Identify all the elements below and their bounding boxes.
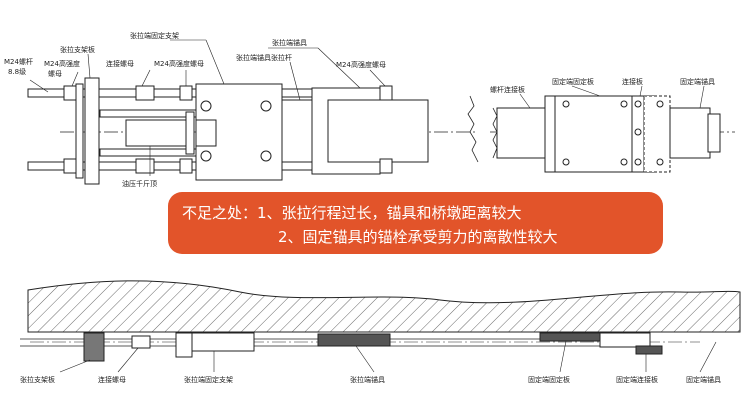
label-tension-support-top: 张拉支架板 <box>60 45 95 54</box>
label-jack: 油压千斤顶 <box>122 179 157 188</box>
label-m24-nut-mid: M24高强度螺母 <box>154 59 204 68</box>
label-end-bracket-top: 张拉端固定支架 <box>130 31 179 40</box>
label-m24-rod: M24螺杆 <box>4 57 33 66</box>
label-m24-nut-right: M24高强度螺母 <box>336 60 386 69</box>
label-end-bracket-bottom: 张拉端固定支架 <box>184 375 233 384</box>
callout-line-2: 2、固定锚具的锚栓承受剪力的离散性较大 <box>278 228 558 246</box>
top-left-assembly <box>27 39 479 185</box>
label-grade: 8.8级 <box>8 67 26 76</box>
label-connect-nut-bottom: 连接螺母 <box>98 375 126 384</box>
bottom-section <box>20 280 741 373</box>
label-tension-anchor-bottom: 张拉端锚具 <box>350 375 385 384</box>
label-tension-anchor-rod: 张拉端锚具张拉杆 <box>236 53 292 62</box>
label-fixed-plate-top: 固定端固定板 <box>552 77 594 86</box>
label-rod-plate: 螺杆连接板 <box>490 85 525 94</box>
label-fixed-anchor-bottom: 固定端锚具 <box>686 375 721 384</box>
label-fixed-connect-plate: 固定端连接板 <box>616 375 658 384</box>
label-connect-nut-top: 连接螺母 <box>106 59 134 68</box>
deficiency-callout: 不足之处：1、张拉行程过长，锚具和桥墩距离较大 2、固定锚具的锚栓承受剪力的离散… <box>168 192 663 254</box>
label-tension-support-bottom: 张拉支架板 <box>20 375 55 384</box>
label-connect-plate-top: 连接板 <box>622 77 643 86</box>
callout-line-1: 不足之处：1、张拉行程过长，锚具和桥墩距离较大 <box>182 204 522 222</box>
label-m24-nut-left-2: 螺母 <box>48 69 62 78</box>
top-right-assembly <box>490 85 735 173</box>
label-anchor: 张拉端锚具 <box>272 38 307 47</box>
label-m24-nut-left: M24高强度 <box>44 59 80 68</box>
label-fixed-plate-bottom: 固定端固定板 <box>528 375 570 384</box>
label-fixed-anchor-top: 固定端锚具 <box>680 77 715 86</box>
